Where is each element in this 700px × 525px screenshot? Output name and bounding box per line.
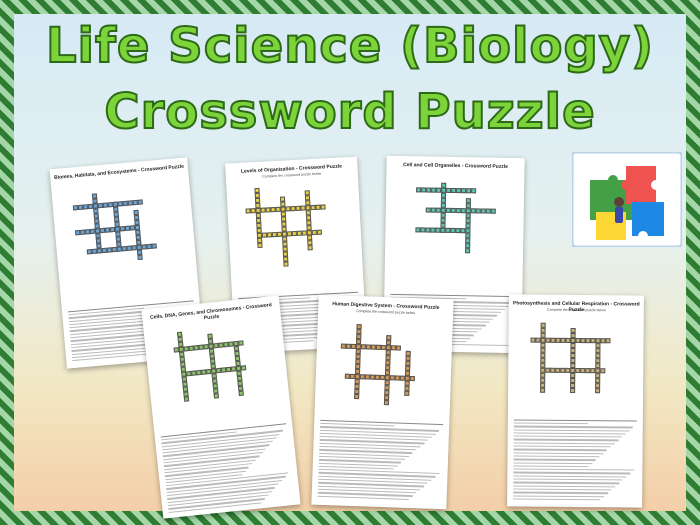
worksheet-dna: Cells, DNA, Genes, and Chromosomes - Cro…: [141, 295, 301, 519]
clue-line: [513, 468, 634, 471]
puzzle-pieces-icon: [572, 152, 682, 247]
clue-line: [513, 435, 622, 438]
grid-cell: [238, 390, 244, 397]
clue-line: [513, 425, 634, 429]
grid-cell: [316, 229, 322, 235]
grid-cell: [283, 261, 289, 267]
grid-cell: [465, 248, 471, 254]
worksheet-digestive: Human Digestive System - Crossword Puzzl…: [311, 294, 454, 510]
grid-cell: [404, 390, 410, 396]
grid-cell: [320, 204, 326, 210]
clue-line: [513, 462, 593, 465]
clue-line: [513, 432, 626, 435]
clue-line: [513, 455, 600, 458]
clue-list: [513, 419, 637, 502]
title-line-1: Life Science (Biology): [45, 17, 655, 75]
clue-line: [513, 491, 608, 494]
grid-cell: [383, 400, 390, 406]
clue-list: [160, 423, 295, 513]
grid-cell: [238, 340, 244, 346]
grid-cell: [605, 338, 611, 344]
clue-line: [513, 452, 604, 455]
clue-line: [513, 471, 631, 475]
worksheet-heading: Cell and Cell Organelles - Crossword Puz…: [403, 162, 508, 170]
grid-cell: [595, 388, 601, 394]
grid-cell: [151, 243, 157, 249]
grid-cell: [137, 254, 143, 261]
clue-line: [513, 442, 615, 445]
grid-cell: [460, 228, 466, 234]
clue-line: [513, 458, 596, 461]
worksheet-photosynthesis: Photosynthesis and Cellular Respiration …: [507, 294, 644, 508]
grid-cell: [137, 199, 143, 205]
grid-cell: [395, 345, 401, 351]
clue-line: [513, 488, 612, 491]
clue-line: [513, 445, 611, 448]
clue-line: [513, 438, 619, 442]
grid-cell: [354, 394, 360, 400]
grid-cell: [213, 393, 220, 399]
clue-line: [513, 448, 608, 451]
clue-line: [513, 422, 588, 425]
grid-cell: [540, 387, 546, 393]
clue-line: [513, 465, 589, 468]
clue-line: [513, 475, 627, 478]
clue-line: [513, 481, 620, 485]
grid-cell: [257, 242, 263, 249]
clue-line: [513, 478, 623, 481]
clue-line: [513, 498, 601, 501]
clue-line: [513, 494, 605, 498]
grid-cell: [307, 245, 313, 251]
grid-cell: [183, 396, 190, 402]
grid-cell: [570, 387, 576, 393]
grid-cell: [471, 188, 477, 194]
grid-cell: [490, 208, 496, 214]
title-line-2: Crossword Puzzle: [103, 83, 596, 141]
grid-cell: [240, 365, 247, 371]
grid-cell: [409, 375, 415, 382]
clue-list: [317, 419, 444, 504]
clue-line: [513, 429, 630, 432]
grid-cell: [600, 368, 606, 374]
clue-line: [513, 485, 616, 488]
